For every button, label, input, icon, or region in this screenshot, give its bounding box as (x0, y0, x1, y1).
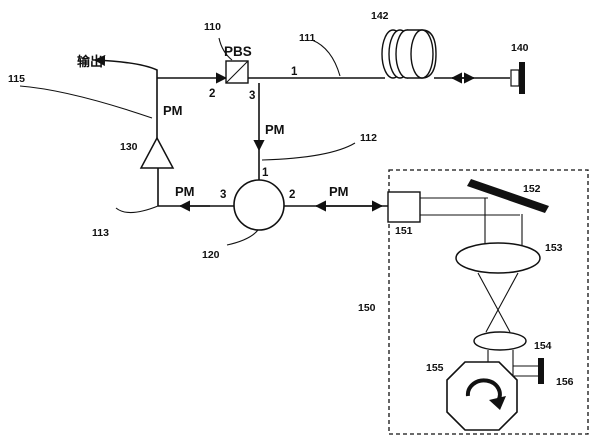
label-110: 110 (204, 21, 221, 33)
label-113: 113 (92, 227, 109, 239)
circ-port-3: 3 (220, 189, 226, 201)
label-130: 130 (120, 141, 138, 153)
pm-left: PM (175, 184, 195, 199)
label-142: 142 (371, 10, 389, 22)
label-155: 155 (426, 362, 444, 374)
label-153: 153 (545, 242, 563, 254)
pbs-text: PBS (224, 44, 252, 59)
label-152: 152 (523, 183, 541, 195)
label-156: 156 (556, 376, 574, 388)
label-115: 115 (8, 73, 25, 85)
dashed-enclosure (388, 169, 589, 435)
label-151: 151 (395, 225, 413, 237)
label-150: 150 (358, 302, 376, 314)
pbs-port-3: 3 (249, 90, 255, 102)
pm-right: PM (329, 184, 349, 199)
small-lens (473, 331, 527, 351)
output-label: 输出 (77, 54, 103, 69)
circ-port-1: 1 (262, 167, 269, 179)
leader-lines (19, 37, 356, 246)
faraday-mirror (510, 62, 525, 94)
label-111: 111 (299, 32, 316, 44)
amplifier (139, 136, 175, 169)
circ-port-2: 2 (289, 189, 295, 201)
pm-vertical: PM (265, 122, 285, 137)
top-beam-path (93, 54, 510, 142)
collimator (387, 191, 520, 223)
label-140: 140 (511, 42, 529, 54)
label-154: 154 (534, 340, 552, 352)
rotor (446, 361, 518, 431)
pm-output: PM (163, 103, 183, 118)
label-112: 112 (360, 132, 377, 144)
circulator (233, 179, 285, 231)
pbs-port-2: 2 (209, 88, 215, 100)
beam-to-small-mirror (487, 350, 544, 384)
big-lens (455, 242, 541, 274)
fiber-coil (381, 29, 437, 79)
grating (467, 179, 549, 213)
focus-cone (477, 272, 519, 333)
beam-to-lens (484, 198, 523, 245)
pbs-cube (225, 60, 249, 84)
pbs-port-1: 1 (291, 66, 298, 78)
label-120: 120 (202, 249, 220, 261)
circulator-to-amplifier (157, 168, 234, 212)
